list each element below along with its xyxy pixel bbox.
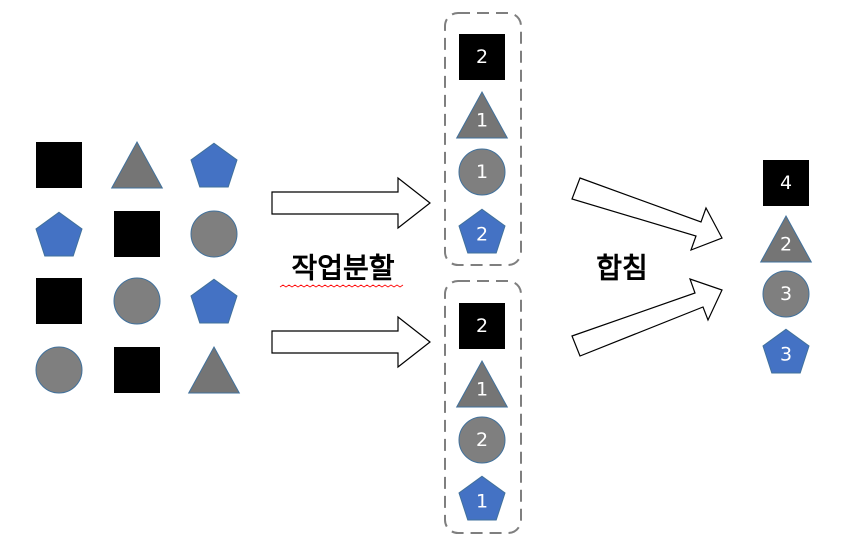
partition-box-top [444,12,522,266]
partition-bottom-square-count: 2 [476,315,488,337]
partition-top-square-shape [459,34,505,80]
split-label: 작업분할 [291,252,394,285]
partition-bottom-circle-shape [458,416,506,464]
partition-bottom-shapes: 2 1 2 1 [455,303,509,521]
result-circle-shape [762,270,810,318]
result-square-count: 4 [780,172,792,194]
partition-bottom-pentagon-count: 1 [476,491,488,513]
split-arrow-top [271,176,431,230]
partition-top-shapes: 2 1 1 2 [455,34,509,254]
triangle-shape [187,345,241,394]
partition-bottom-circle-count: 2 [476,429,488,451]
partition-box-bottom [444,280,522,534]
square-shape [36,142,82,188]
square-shape [114,211,160,257]
result-circle-count: 3 [780,283,792,305]
partition-top-pentagon-count: 2 [476,224,488,246]
circle-shape [190,210,238,258]
result-triangle-shape [759,214,813,263]
result-pentagon-count: 3 [780,344,792,366]
result-shapes: 4 2 3 3 [759,160,813,374]
square-shape [36,278,82,324]
partition-top-circle-count: 1 [476,161,488,183]
merge-arrow-top [571,177,723,252]
merge-label: 합침 [596,252,648,285]
pentagon-shape [190,142,238,188]
circle-shape [35,346,83,394]
partition-top-square-count: 2 [476,46,488,68]
partition-bottom-pentagon-shape [458,475,506,521]
split-arrow-bottom [271,315,431,369]
spellcheck-squiggle [279,284,404,288]
merge-arrow-bottom [571,278,723,357]
pentagon-shape [35,211,83,257]
partition-bottom-triangle-shape [455,359,509,408]
result-triangle-count: 2 [780,234,792,256]
input-shapes-grid [35,140,241,394]
result-square-shape [763,160,809,206]
partition-top-triangle-count: 1 [476,110,488,132]
partition-bottom-square-shape [459,303,505,349]
pentagon-shape [190,278,238,324]
partition-bottom-triangle-count: 1 [476,379,488,401]
result-pentagon-shape [762,328,810,374]
partition-top-pentagon-shape [458,208,506,254]
circle-shape [113,277,161,325]
triangle-shape [110,140,164,189]
square-shape [114,347,160,393]
partition-top-triangle-shape [455,90,509,139]
partition-top-circle-shape [458,148,506,196]
